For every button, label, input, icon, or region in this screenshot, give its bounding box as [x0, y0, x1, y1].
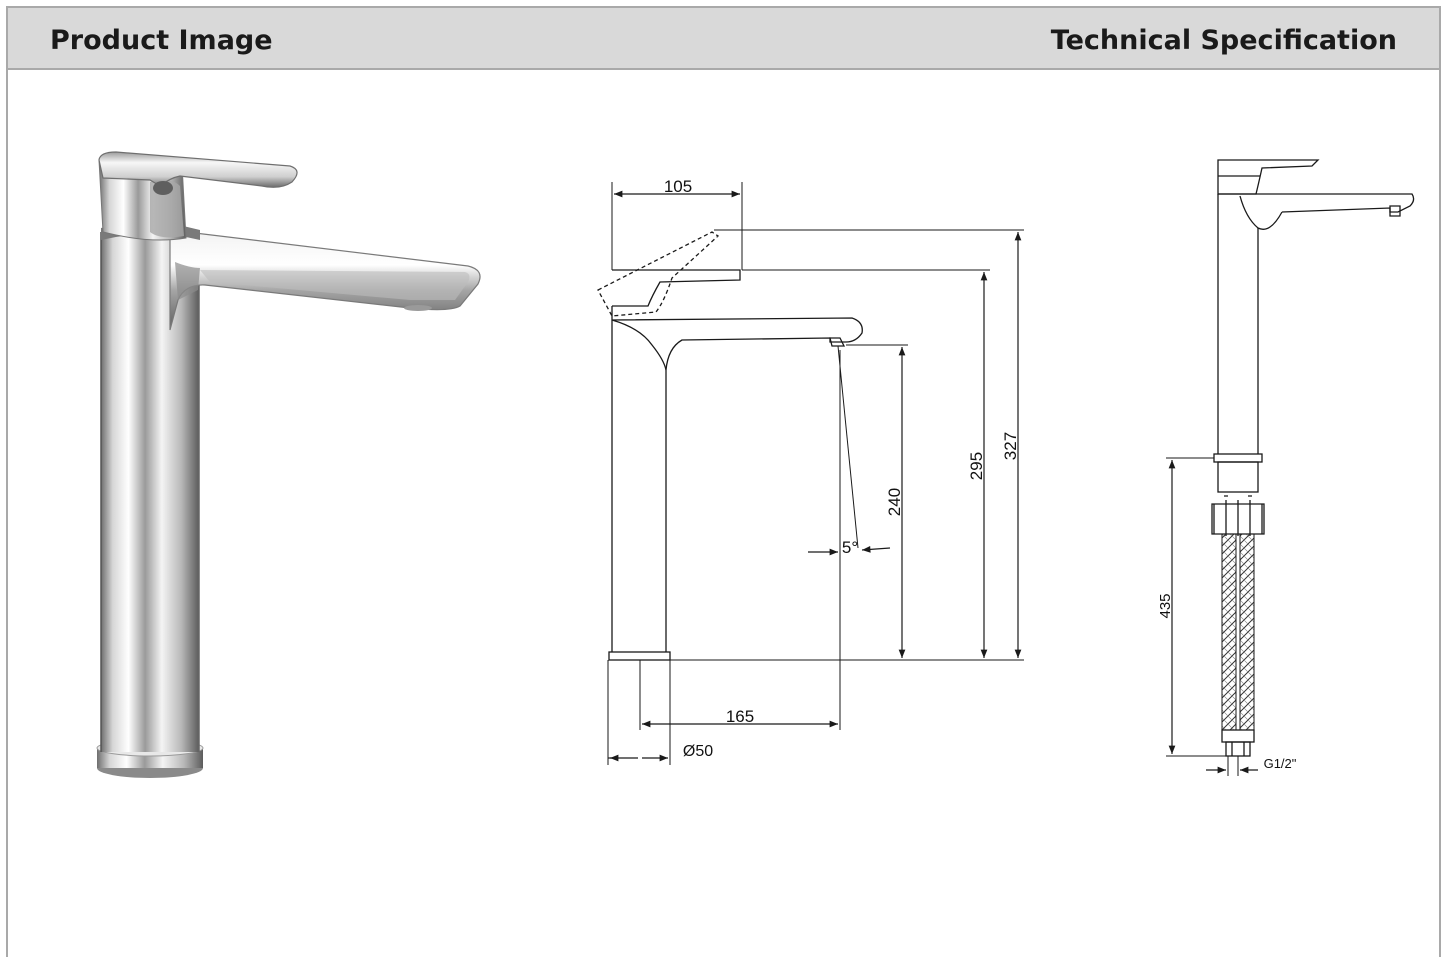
faucet-photo [96, 151, 481, 778]
dim-105-label: 105 [664, 177, 692, 196]
side-view-drawing [597, 182, 1024, 765]
dim-line-angle-right [861, 546, 891, 553]
dim-angle-label: 5° [842, 538, 858, 557]
dim-435-label: 435 [1157, 593, 1174, 618]
dim-thread-label: G1/2" [1264, 756, 1297, 771]
dim-diameter-label: Ø50 [683, 743, 713, 760]
product-image-title: Product Image [50, 25, 273, 56]
braided-hose-left [1221, 533, 1237, 731]
technical-specification-title: Technical Specification [1050, 25, 1397, 56]
dim-240-label: 240 [885, 488, 904, 516]
dim-295-label: 295 [967, 452, 986, 480]
header-bar: Product Image Technical Specification [8, 8, 1439, 70]
braided-hose-right [1239, 533, 1255, 731]
dim-165-label: 165 [726, 707, 754, 726]
dim-327-label: 327 [1001, 432, 1020, 460]
rear-view-drawing [1166, 159, 1415, 776]
